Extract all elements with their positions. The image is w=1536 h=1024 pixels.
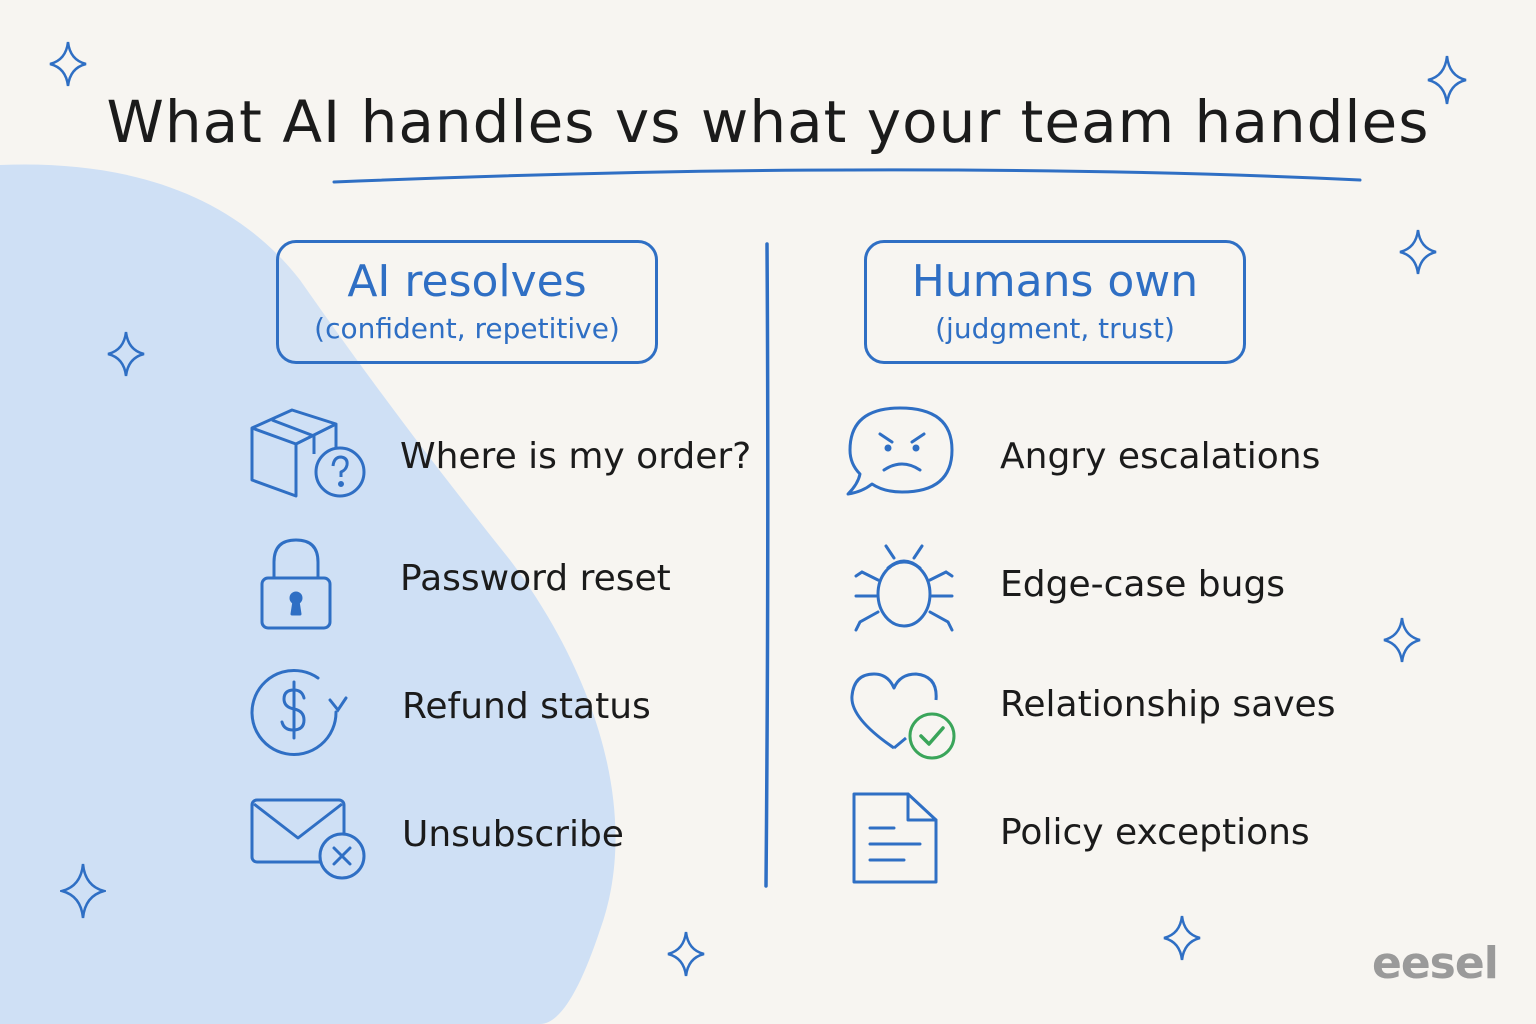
title-underline <box>332 168 1362 184</box>
human-item-label: Angry escalations <box>1000 436 1321 477</box>
human-item-label: Edge-case bugs <box>1000 564 1286 605</box>
dollar-refresh-icon <box>250 668 348 756</box>
heart-check-icon <box>850 672 956 760</box>
ai-item-label: Refund status <box>402 686 651 727</box>
humans-own-header-box: Humans own (judgment, trust) <box>864 240 1246 364</box>
sparkle-icon <box>1383 617 1421 663</box>
eesel-logo: eesel <box>1372 938 1499 989</box>
sparkle-icon <box>1399 229 1437 275</box>
sparkle-icon <box>49 41 87 87</box>
human-column-subheading: (judgment, trust) <box>935 311 1175 345</box>
column-divider <box>764 242 770 888</box>
ai-column-heading: AI resolves <box>347 256 587 307</box>
human-column-heading: Humans own <box>911 256 1199 307</box>
package-question-icon <box>250 408 366 498</box>
padlock-icon <box>260 538 332 630</box>
human-item-label: Policy exceptions <box>1000 812 1310 853</box>
page-title: What AI handles vs what your team handle… <box>106 88 1430 156</box>
ai-resolves-header-box: AI resolves (confident, repetitive) <box>276 240 658 364</box>
document-icon <box>852 792 938 884</box>
ai-item-label: Unsubscribe <box>402 814 624 855</box>
sparkle-icon <box>60 863 106 919</box>
angry-speech-bubble-icon <box>846 406 954 496</box>
human-item-label: Relationship saves <box>1000 684 1336 725</box>
envelope-x-icon <box>250 798 366 880</box>
sparkle-icon <box>107 331 145 377</box>
sparkle-icon <box>667 931 705 977</box>
sparkle-icon <box>1427 55 1467 105</box>
ai-column-subheading: (confident, repetitive) <box>314 311 620 345</box>
ai-item-label: Where is my order? <box>400 436 752 477</box>
sparkle-icon <box>1163 915 1201 961</box>
bug-icon <box>854 544 954 632</box>
ai-item-label: Password reset <box>400 558 671 599</box>
